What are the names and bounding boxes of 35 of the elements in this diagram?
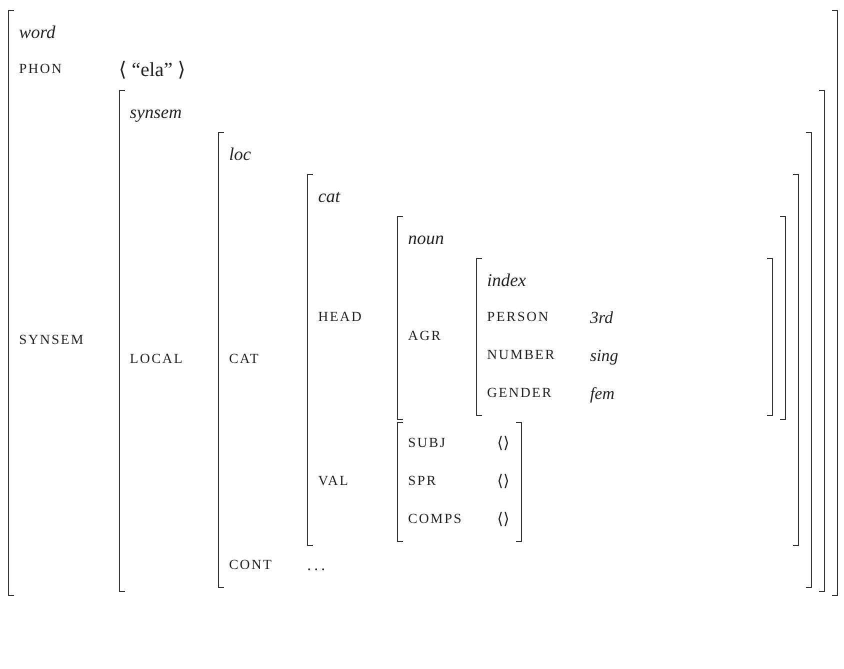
feature-name: SYNSEM (19, 332, 85, 350)
feature-value: fem (590, 383, 614, 405)
type-label: word (19, 21, 56, 44)
feature-name: PHON (19, 61, 64, 79)
bracket-matrix (307, 174, 799, 546)
type-label: loc (228, 143, 251, 166)
feature-name: HEAD (318, 309, 363, 327)
feature-name: SPR (408, 473, 438, 491)
type-label: cat (318, 185, 340, 208)
feature-name: CAT (228, 351, 260, 369)
feature-value: sing (590, 345, 618, 367)
bracket-matrix (476, 258, 773, 416)
list-value: ⟨⟩ (496, 472, 510, 492)
feature-name: PERSON (487, 309, 550, 327)
type-label: noun (408, 227, 444, 250)
bracket-matrix (8, 10, 838, 596)
feature-name: VAL (318, 473, 350, 491)
feature-name: COMPS (408, 511, 463, 529)
feature-name: SUBJ (408, 435, 447, 453)
feature-name: GENDER (487, 385, 553, 403)
feature-value: 3rd (590, 307, 613, 329)
bracket-matrix (218, 132, 812, 588)
type-label: index (487, 269, 526, 292)
feature-name: AGR (408, 328, 442, 346)
list-value: ⟨⟩ (496, 434, 510, 454)
feature-name: CONT (228, 557, 274, 575)
list-value: ⟨⟩ (496, 510, 510, 530)
list-value: ⟨ “ela” ⟩ (118, 58, 186, 83)
feature-name: NUMBER (487, 347, 556, 365)
bracket-matrix (396, 422, 522, 542)
bracket-matrix (396, 216, 786, 420)
bracket-matrix (118, 90, 825, 592)
feature-name: LOCAL (130, 351, 184, 369)
feature-value: ... (307, 556, 328, 576)
type-label: synsem (130, 101, 182, 124)
